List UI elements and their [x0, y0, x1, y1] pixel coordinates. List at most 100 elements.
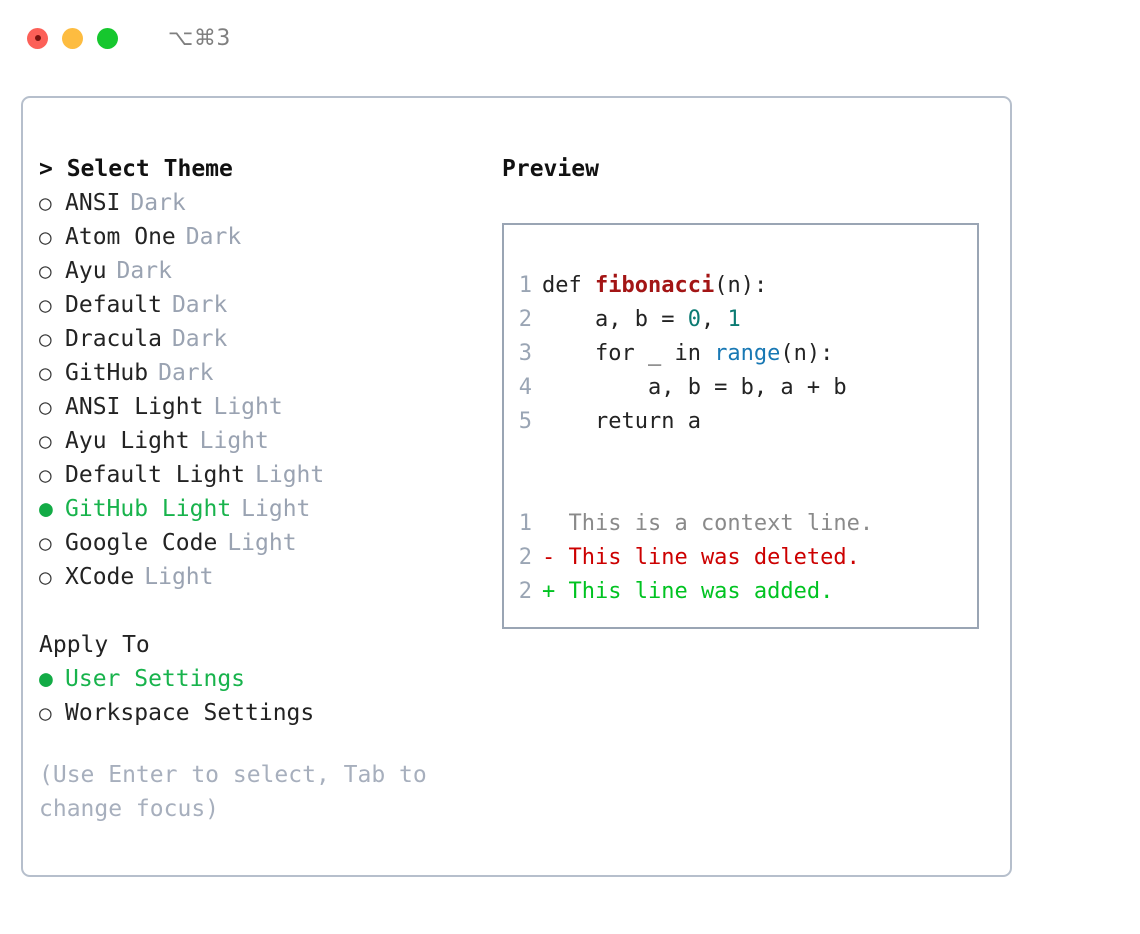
diff-line-text: - This line was deleted.	[542, 545, 860, 570]
theme-variant-tag: Light	[255, 462, 325, 488]
code-line-number: 1	[518, 273, 532, 298]
code-token: 1	[727, 307, 741, 332]
theme-option-label: GitHub Light	[65, 496, 232, 522]
code-blank-line	[504, 473, 977, 507]
code-token: a, b = b, a + b	[542, 375, 847, 400]
maximize-button-icon[interactable]	[97, 27, 118, 49]
code-line-number: 5	[518, 409, 532, 434]
radio-unselected-icon[interactable]: ○	[39, 361, 52, 385]
radio-unselected-icon[interactable]: ○	[39, 429, 52, 453]
radio-unselected-icon[interactable]: ○	[39, 293, 52, 317]
code-line-text: for _ in range(n):	[542, 337, 833, 371]
radio-unselected-icon[interactable]: ○	[39, 191, 52, 215]
code-token: a, b =	[542, 307, 688, 332]
radio-selected-icon[interactable]: ●	[39, 496, 53, 522]
code-line: 2 a, b = 0, 1	[504, 303, 977, 337]
code-token: fibonacci	[594, 273, 715, 298]
theme-variant-tag: Dark	[171, 292, 228, 318]
radio-unselected-icon[interactable]: ○	[39, 531, 52, 555]
theme-option-label: Google Code	[65, 530, 218, 556]
theme-option-label: Dracula	[65, 326, 162, 352]
code-token: def	[542, 273, 595, 298]
page-title: > Select Theme	[39, 156, 233, 182]
code-line: 1 def fibonacci(n):	[504, 269, 977, 303]
radio-selected-icon[interactable]: ●	[39, 666, 53, 692]
theme-option-label: Ayu Light	[65, 428, 190, 454]
theme-option-dracula[interactable]: ○ Dracula Dark	[39, 322, 489, 356]
code-token: (n):	[714, 273, 768, 298]
code-line-text: return a	[542, 405, 701, 439]
code-token: for _ in	[542, 341, 715, 366]
theme-variant-tag: Light	[213, 394, 283, 420]
radio-unselected-icon[interactable]: ○	[39, 259, 52, 283]
theme-variant-tag: Dark	[158, 360, 214, 386]
theme-variant-tag: Dark	[171, 326, 228, 352]
theme-option-default[interactable]: ○ Default Dark	[39, 288, 489, 322]
theme-option-ayu-light[interactable]: ○ Ayu Light Light	[39, 424, 489, 458]
radio-unselected-icon[interactable]: ○	[39, 225, 52, 249]
preview-title: Preview	[502, 156, 599, 182]
diff-line: 2+ This line was added.	[504, 575, 977, 609]
theme-option-ansi[interactable]: ○ ANSI Dark	[39, 186, 489, 220]
minimize-button-icon[interactable]	[62, 27, 83, 49]
radio-unselected-icon[interactable]: ○	[39, 701, 52, 725]
code-line-text: a, b = b, a + b	[542, 371, 847, 405]
apply-to-option-user-settings[interactable]: ● User Settings	[39, 662, 489, 696]
theme-option-github-light[interactable]: ● GitHub Light Light	[39, 492, 489, 526]
theme-option-label: Default	[65, 292, 162, 318]
apply-to-option-label: Workspace Settings	[65, 700, 315, 726]
diff-line-number: 2	[518, 579, 532, 604]
apply-to-option-label: User Settings	[65, 666, 246, 692]
radio-unselected-icon[interactable]: ○	[39, 327, 52, 351]
apply-to-list: ● User Settings ○ Workspace Settings	[39, 662, 489, 730]
theme-option-label: Default Light	[65, 462, 246, 488]
theme-option-github[interactable]: ○ GitHub Dark	[39, 356, 489, 390]
diff-line: 1 This is a context line.	[504, 507, 977, 541]
list-spacer	[39, 594, 489, 628]
code-token: 0	[687, 307, 701, 332]
radio-unselected-icon[interactable]: ○	[39, 463, 52, 487]
traffic-light-group	[27, 27, 118, 49]
diff-snippet: 1 This is a context line.2- This line wa…	[504, 507, 977, 609]
diff-line-number: 1	[518, 511, 532, 536]
theme-variant-tag: Light	[241, 496, 311, 522]
radio-unselected-icon[interactable]: ○	[39, 565, 52, 589]
theme-option-default-light[interactable]: ○ Default Light Light	[39, 458, 489, 492]
code-line: 3 for _ in range(n):	[504, 337, 977, 371]
code-line-number: 3	[518, 341, 532, 366]
keyboard-hint-text: (Use Enter to select, Tab to change focu…	[39, 762, 427, 822]
theme-option-label: ANSI	[65, 190, 121, 216]
diff-line: 2- This line was deleted.	[504, 541, 977, 575]
code-line-number: 4	[518, 375, 532, 400]
apply-to-option-workspace-settings[interactable]: ○ Workspace Settings	[39, 696, 489, 730]
theme-variant-tag: Light	[199, 428, 269, 454]
code-line: 4 a, b = b, a + b	[504, 371, 977, 405]
code-line-text: def fibonacci(n):	[542, 269, 767, 303]
code-line-number: 2	[518, 307, 532, 332]
close-button-icon[interactable]	[27, 27, 48, 49]
theme-option-label: XCode	[65, 564, 135, 590]
radio-unselected-icon[interactable]: ○	[39, 395, 52, 419]
code-token: (n):	[780, 341, 834, 366]
theme-variant-tag: Dark	[130, 190, 186, 216]
theme-option-label: GitHub	[65, 360, 149, 386]
theme-variant-tag: Dark	[185, 224, 242, 250]
code-line: 5 return a	[504, 405, 977, 439]
code-token: range	[714, 341, 781, 366]
apply-to-heading: Apply To	[39, 632, 150, 658]
code-line-text: a, b = 0, 1	[542, 303, 741, 337]
code-token: ,	[700, 307, 728, 332]
code-token: return a	[542, 409, 701, 434]
theme-option-label: Ayu	[65, 258, 107, 284]
